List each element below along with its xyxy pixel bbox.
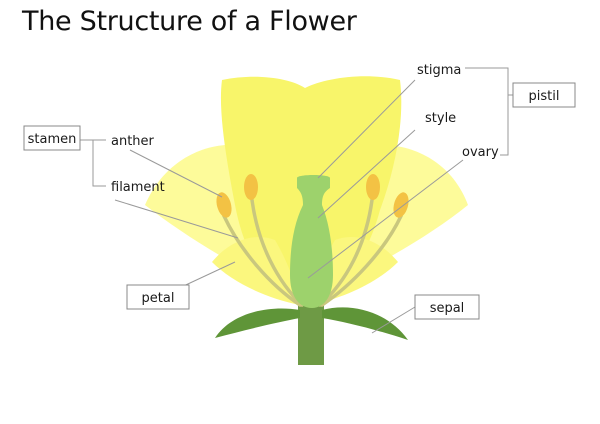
label-stamen: stamen [28,132,77,147]
label-petal: petal [142,291,175,306]
label-filament: filament [111,180,165,195]
label-ovary: ovary [462,145,499,160]
stem [298,305,324,365]
label-stigma: stigma [417,63,461,78]
label-style: style [425,111,456,126]
label-pistil: pistil [529,89,560,104]
sepal-right [322,307,408,340]
label-sepal: sepal [430,301,465,316]
sepal-left [215,308,300,338]
label-anther: anther [111,134,155,149]
